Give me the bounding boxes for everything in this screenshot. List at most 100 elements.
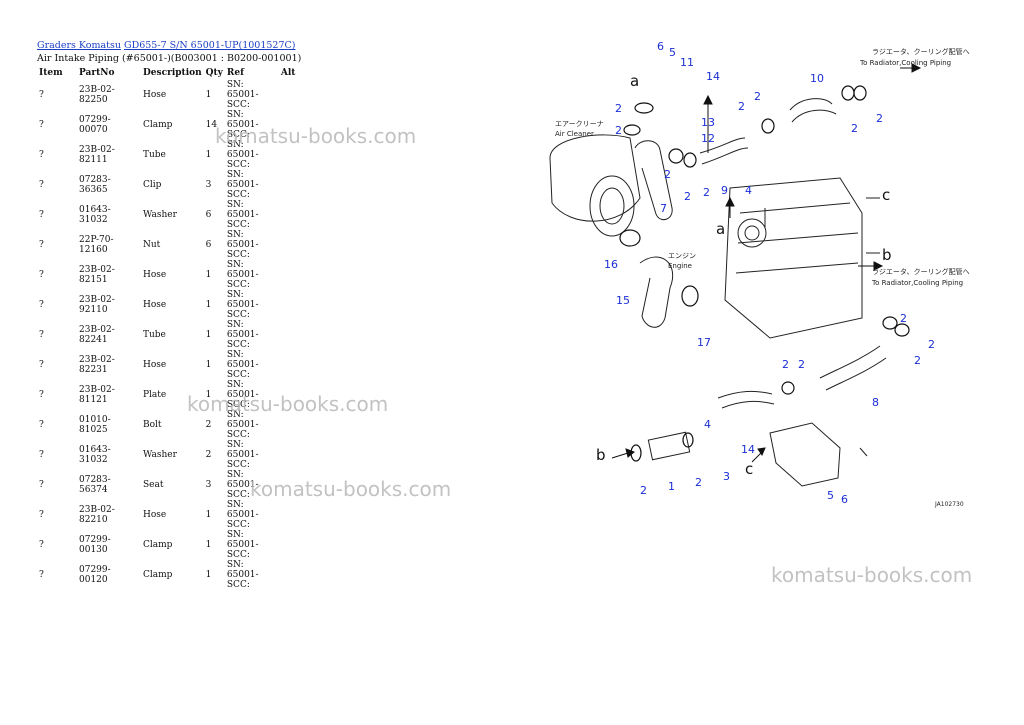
cell-desc: Hose (143, 360, 167, 370)
breadcrumb-link-model[interactable]: GD655-7 S/N 65001-UP(1001527C) (124, 40, 296, 51)
cell-qty: 1 (205, 510, 212, 520)
hose-9-shape (699, 137, 746, 154)
cell-desc: Clamp (143, 540, 173, 550)
watermark: komatsu-books.com (250, 477, 452, 501)
callout-2: 2 (900, 312, 907, 325)
cell-qty: 1 (205, 330, 212, 340)
callout-2: 2 (640, 484, 647, 497)
cell-alt (279, 500, 301, 530)
cell-alt (279, 200, 301, 230)
cell-desc: Hose (143, 510, 167, 520)
header-alt: Alt (280, 68, 296, 78)
cell-qty: 1 (205, 540, 212, 550)
callout-6: 6 (841, 493, 848, 506)
callout-6: 6 (657, 40, 664, 53)
hose-3-shape (717, 390, 773, 399)
parts-table: Item PartNo Description Qty Ref Alt ?23B… (37, 66, 301, 590)
breadcrumb-link-graders[interactable]: Graders Komatsu (37, 40, 121, 51)
cell-item: ? (39, 510, 44, 520)
cell-qty: 1 (205, 150, 212, 160)
cell-part: 07299-00130 (79, 535, 111, 555)
callout-3: 3 (723, 470, 730, 483)
hose-15-shape (639, 256, 674, 328)
engine-label: Engine (668, 262, 692, 270)
hose-10-shape (789, 98, 833, 111)
parts-diagram: a a c b b c エアークリーナ Air Cleaner エンジン Eng… (540, 38, 1000, 518)
callout-2: 2 (738, 100, 745, 113)
callout-17: 17 (697, 336, 711, 349)
tube-1-shape (647, 431, 691, 461)
ref-letter-c: c (882, 186, 890, 204)
cell-ref: SN: 65001-SCC: (226, 350, 259, 380)
callout-11: 11 (680, 56, 694, 69)
cell-desc: Hose (143, 90, 167, 100)
hose-8-shape (819, 345, 881, 379)
ref-letter-b: b (882, 246, 892, 264)
cell-part: 23B-02-82250 (79, 85, 115, 105)
callout-8: 8 (872, 396, 879, 409)
cell-item: ? (39, 360, 44, 370)
cell-alt (279, 320, 301, 350)
radiator-label: To Radiator,Cooling Piping (859, 59, 951, 67)
parts-diagram-svg: a a c b b c エアークリーナ Air Cleaner エンジン Eng… (549, 40, 970, 508)
cell-qty: 1 (205, 300, 212, 310)
cell-part: 07283-36365 (79, 175, 111, 195)
radiator-label-jp: ラジエータ、クーリング配管へ (872, 47, 970, 56)
cell-item: ? (39, 240, 44, 250)
cell-part: 07283-56374 (79, 475, 111, 495)
cell-alt (279, 170, 301, 200)
cell-part: 01010-81025 (79, 415, 111, 435)
callout-14: 14 (706, 70, 720, 83)
plate-11-shape (769, 422, 841, 487)
cell-item: ? (39, 150, 44, 160)
cell-ref: SN: 65001-SCC: (226, 200, 259, 230)
cell-part: 22P-70-12160 (79, 235, 114, 255)
cell-desc: Clip (143, 180, 162, 190)
cell-alt (279, 290, 301, 320)
cell-desc: Plate (143, 390, 167, 400)
callout-5: 5 (827, 489, 834, 502)
callout-15: 15 (616, 294, 630, 307)
cell-ref: SN: 65001-SCC: (226, 140, 259, 170)
radiator-label: To Radiator,Cooling Piping (871, 279, 963, 287)
cell-qty: 3 (205, 180, 212, 190)
watermark: komatsu-books.com (771, 563, 973, 587)
cell-part: 23B-02-82231 (79, 355, 115, 375)
table-header-row: Item PartNo Description Qty Ref Alt (37, 66, 301, 80)
callout-2: 2 (851, 122, 858, 135)
cell-alt (279, 530, 301, 560)
header-ref: Ref (226, 68, 244, 78)
cell-desc: Bolt (143, 420, 162, 430)
cell-qty: 2 (205, 420, 212, 430)
callout-9: 9 (721, 184, 728, 197)
cell-desc: Seat (143, 480, 164, 490)
cell-part: 23B-02-82151 (79, 265, 115, 285)
cell-ref: SN: 65001-SCC: (226, 320, 259, 350)
air-cleaner-label-jp: エアークリーナ (555, 120, 604, 128)
engine-label-jp: エンジン (668, 252, 696, 260)
cell-ref: SN: 65001-SCC: (226, 560, 259, 590)
header-description: Description (143, 68, 202, 78)
cell-desc: Washer (143, 450, 177, 460)
callout-10: 10 (810, 72, 824, 85)
cell-ref: SN: 65001-SCC: (226, 230, 259, 260)
cell-item: ? (39, 270, 44, 280)
cell-part: 07299-00120 (79, 565, 111, 585)
cell-item: ? (39, 90, 44, 100)
cell-qty: 1 (205, 90, 212, 100)
cell-item: ? (39, 480, 44, 490)
callout-14: 14 (741, 443, 755, 456)
callout-5: 5 (669, 46, 676, 59)
